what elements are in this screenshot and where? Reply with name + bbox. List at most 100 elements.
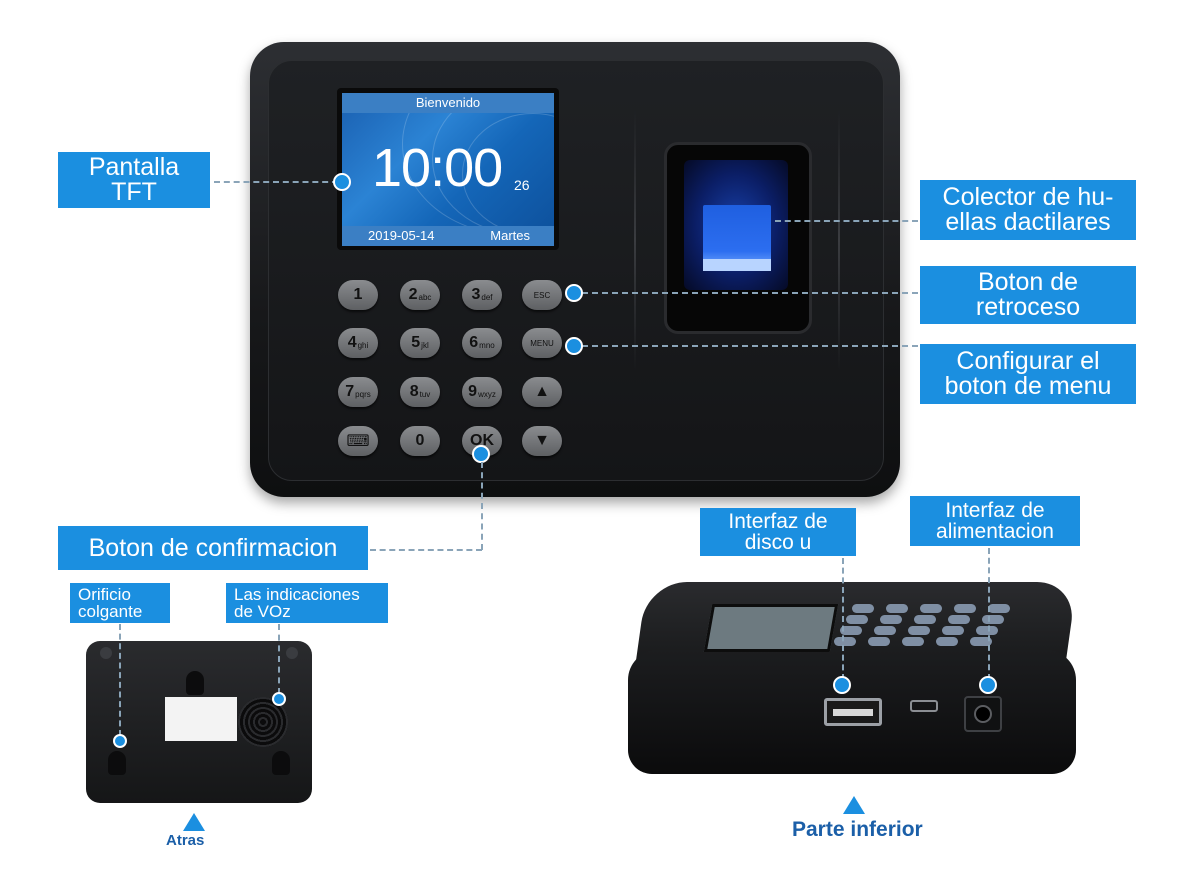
marker-ok [472, 445, 490, 463]
key-label: MENU [530, 338, 554, 348]
back-foot [286, 647, 298, 659]
mini-key [914, 615, 936, 624]
mini-key [880, 615, 902, 624]
sensor-light-bar [703, 259, 771, 271]
tft-screen: Bienvenido 10:00 26 2019-05-14 Martes [342, 93, 554, 246]
key-1-3[interactable]: MENU [522, 328, 562, 358]
key-sublabel: pqrs [355, 390, 371, 399]
label-confirm-line1: Boton de confirmacion [88, 533, 338, 562]
screen-footer: 2019-05-14 Martes [342, 226, 554, 246]
key-label: OK [470, 432, 494, 449]
mini-key [874, 626, 896, 635]
leader-usb [842, 558, 844, 680]
sensor-rail [634, 110, 636, 370]
mini-key [840, 626, 862, 635]
dc-jack-hole [974, 705, 992, 723]
mini-key [886, 604, 908, 613]
usb-port-icon [824, 698, 882, 726]
mini-usb-port-icon [910, 700, 938, 712]
key-0-0[interactable]: 1 [338, 280, 378, 310]
label-menu-line2: boton de menu [944, 372, 1112, 400]
label-usb-line1: Interfaz de [728, 510, 828, 533]
label-menu-button: Configurar el boton de menu [920, 344, 1136, 404]
key-label: 7 [345, 383, 355, 400]
key-sublabel: def [481, 293, 493, 302]
mini-key [920, 604, 942, 613]
caption-back: Atras [166, 832, 205, 849]
key-label: 0 [415, 432, 425, 449]
key-label: ESC [533, 290, 551, 300]
mini-key [954, 604, 976, 613]
key-sublabel: ghi [357, 341, 369, 350]
marker-back [565, 284, 583, 302]
key-label: 5 [411, 334, 421, 351]
marker-hanging [113, 734, 127, 748]
key-label: 2 [408, 286, 418, 303]
mini-key [942, 626, 964, 635]
key-sublabel: mno [479, 341, 495, 350]
label-voice-line1: Las indicaciones [234, 585, 360, 604]
label-back-button: Boton de retroceso [920, 266, 1136, 324]
label-hanging-line2: colgante [78, 602, 143, 621]
mini-key [846, 615, 868, 624]
screen-day: Martes [490, 228, 530, 243]
label-hanging-line1: Orificio [78, 585, 131, 604]
hanging-hook-icon [272, 751, 290, 775]
label-fingerprint-line1: Colector de hu- [942, 183, 1114, 211]
key-label: 8 [409, 383, 419, 400]
label-fingerprint: Colector de hu- ellas dactilares [920, 180, 1136, 240]
key-sublabel: tuv [419, 390, 431, 399]
label-fingerprint-line2: ellas dactilares [945, 208, 1111, 236]
leader-hanging [119, 624, 121, 736]
key-label: 6 [469, 334, 479, 351]
back-foot [100, 647, 112, 659]
leader-power [988, 548, 990, 680]
arrow-up-icon [843, 796, 865, 814]
key-3-3[interactable]: ▼ [522, 426, 562, 456]
device-back-view [86, 641, 312, 803]
back-sticker [165, 697, 237, 741]
mini-key [902, 637, 924, 646]
key-3-1[interactable]: 0 [400, 426, 440, 456]
leader-voice [278, 624, 280, 694]
fingerprint-sensor-pad[interactable] [703, 205, 771, 271]
hanging-hook-icon [186, 671, 204, 695]
caption-bottom: Parte inferior [792, 818, 923, 841]
label-hanging-hole: Orificio colgante [70, 583, 170, 623]
marker-tft [333, 173, 351, 191]
marker-menu [565, 337, 583, 355]
mini-key [982, 615, 1004, 624]
leader-ok-horizontal [370, 549, 482, 551]
label-tft-line1: Pantalla [88, 153, 180, 181]
leader-tft [214, 181, 338, 183]
label-menu-line1: Configurar el [956, 347, 1100, 375]
mini-key [970, 637, 992, 646]
label-back-line1: Boton de [977, 268, 1079, 296]
marker-voice [272, 692, 286, 706]
leader-back [582, 292, 918, 294]
label-tft-line2: TFT [111, 178, 157, 206]
key-label: 1 [353, 286, 363, 303]
hanging-hook-icon [108, 751, 126, 775]
usb-tongue [833, 709, 873, 716]
label-usb-disk: Interfaz de disco u [700, 508, 856, 556]
mini-key [936, 637, 958, 646]
leader-fingerprint [775, 220, 918, 222]
mini-key [852, 604, 874, 613]
label-power: Interfaz de alimentacion [910, 496, 1080, 546]
key-3-0[interactable]: ⌨ [338, 426, 378, 456]
key-2-3[interactable]: ▲ [522, 377, 562, 407]
key-label: ▲ [534, 383, 550, 400]
label-power-line2: alimentacion [936, 520, 1054, 543]
key-0-3[interactable]: ESC [522, 280, 562, 310]
mini-key [988, 604, 1010, 613]
key-label: 9 [468, 383, 478, 400]
